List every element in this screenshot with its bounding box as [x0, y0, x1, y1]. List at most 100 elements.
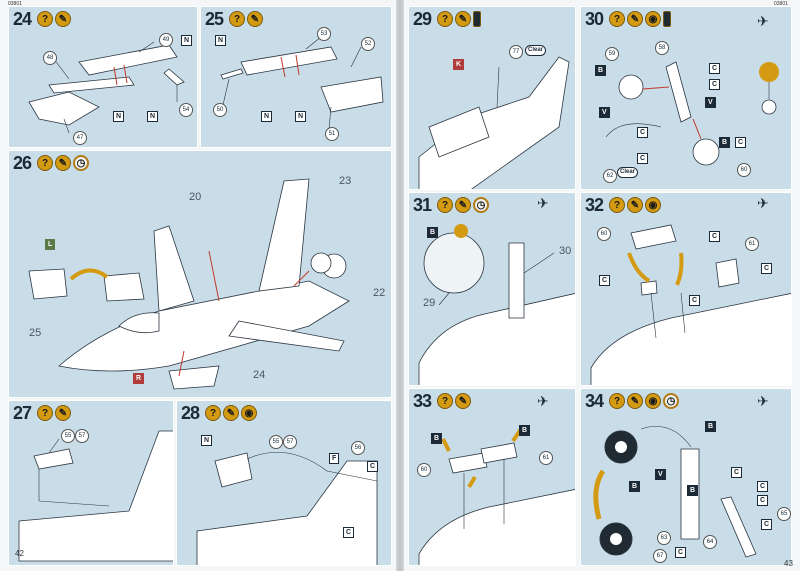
step-26-panel: 26 ? ✎ ◷ 20 23 22 25 24 L R	[8, 150, 392, 398]
glue-icon: ✎	[455, 197, 471, 213]
part-number: 77	[509, 45, 523, 59]
color-tag: V	[599, 107, 610, 118]
glue-icon: ✎	[55, 11, 71, 27]
question-icon: ?	[229, 11, 245, 27]
color-tag: K	[453, 59, 465, 70]
question-icon: ?	[437, 197, 453, 213]
step-25-drawing	[220, 36, 384, 130]
color-tag: C	[735, 137, 747, 148]
clock-icon: ◷	[73, 155, 89, 171]
color-tag: B	[595, 65, 607, 76]
part-number: 51	[325, 127, 339, 141]
part-number: 65	[777, 507, 791, 521]
part-number: 29	[423, 297, 436, 309]
color-tag: C	[637, 153, 649, 164]
step-icons: ? ✎	[229, 11, 263, 27]
step-icons: ? ✎ ◉ ◷	[609, 393, 679, 409]
part-number: 60	[597, 227, 611, 241]
color-tag: N	[113, 111, 125, 122]
question-icon: ?	[205, 405, 221, 421]
glue-icon: ✎	[55, 155, 71, 171]
paint-icon	[473, 11, 481, 27]
step-30-panel: 30 ? ✎ ◉ ✈ 59 58 62 60 B C C V V C C B C…	[580, 6, 792, 190]
step-33-drawing	[418, 427, 575, 565]
glue-icon: ✎	[627, 393, 643, 409]
question-icon: ?	[609, 197, 625, 213]
step-34-panel: 34 ? ✎ ◉ ◷ ✈ B B B V C C C C C 63 64 65 …	[580, 388, 792, 566]
glue-icon: ✎	[455, 393, 471, 409]
question-icon: ?	[609, 393, 625, 409]
color-tag: C	[367, 461, 379, 472]
color-tag: B	[431, 433, 443, 444]
step-number: 33	[413, 391, 432, 411]
part-number: 55	[269, 435, 283, 449]
color-tag: V	[705, 97, 716, 108]
step-33-panel: 33 ? ✎ ✈ B B 60 61	[408, 388, 576, 566]
glue-icon: ✎	[247, 11, 263, 27]
step-29-drawing	[418, 56, 570, 189]
color-tag: C	[599, 275, 611, 286]
question-icon: ?	[37, 11, 53, 27]
glue-icon: ✎	[627, 11, 643, 27]
step-24-drawing	[28, 41, 185, 134]
part-number: 57	[75, 429, 89, 443]
color-tag: F	[329, 453, 340, 464]
step-icons: ? ✎ ◉	[609, 11, 671, 27]
part-number: 20	[189, 191, 202, 203]
color-tag: C	[761, 519, 773, 530]
step-number: 27	[13, 403, 32, 423]
part-number: 55	[61, 429, 75, 443]
glue-icon: ✎	[455, 11, 471, 27]
step-number: 24	[13, 9, 32, 29]
page-code-left: 03801	[8, 1, 22, 7]
step-26-drawing	[28, 178, 350, 390]
aircraft-silhouette-icon: ✈	[757, 393, 769, 409]
glue-icon: ✎	[55, 405, 71, 421]
step-number: 25	[205, 9, 224, 29]
part-number: 62	[603, 169, 617, 183]
step-icons: ? ✎	[37, 405, 71, 421]
book-gutter	[396, 0, 404, 571]
part-number: 60	[737, 163, 751, 177]
step-icons: ? ✎ ◉	[205, 405, 257, 421]
part-number: 67	[653, 549, 667, 563]
question-icon: ?	[437, 11, 453, 27]
color-tag: N	[261, 111, 273, 122]
step-number: 30	[585, 9, 604, 29]
part-number: 61	[539, 451, 553, 465]
color-tag: B	[519, 425, 531, 436]
color-tag: C	[637, 127, 649, 138]
step-number: 32	[585, 195, 604, 215]
paint-icon: ◉	[645, 11, 661, 27]
color-tag: C	[731, 467, 743, 478]
step-24-panel: 24 ? ✎ 48 49 47 54 N N N	[8, 6, 198, 148]
part-number: 22	[373, 287, 386, 299]
color-tag: N	[147, 111, 159, 122]
page-number-left: 42	[15, 549, 24, 558]
page-number-right: 43	[784, 559, 793, 568]
step-icons: ? ✎	[37, 11, 71, 27]
color-tag: C	[757, 495, 769, 506]
aircraft-silhouette-icon: ✈	[757, 13, 769, 29]
color-tag: N	[201, 435, 213, 446]
step-27-panel: 27 ? ✎ 55 57 42	[8, 400, 174, 566]
color-tag: B	[687, 485, 699, 496]
part-number: 23	[339, 175, 352, 187]
question-icon: ?	[37, 405, 53, 421]
color-tag: C	[675, 547, 687, 558]
question-icon: ?	[37, 155, 53, 171]
part-number: 52	[361, 37, 375, 51]
step-32-drawing	[590, 224, 791, 385]
color-tag: C	[709, 231, 721, 242]
paint-icon	[663, 11, 671, 27]
step-number: 29	[413, 9, 432, 29]
part-number: 48	[43, 51, 57, 65]
question-icon: ?	[437, 393, 453, 409]
color-tag: B	[629, 481, 641, 492]
part-number: 59	[605, 47, 619, 61]
color-tag: C	[343, 527, 355, 538]
part-number: 47	[73, 131, 87, 145]
step-number: 28	[181, 403, 200, 423]
step-number: 26	[13, 153, 32, 173]
color-tag: B	[705, 421, 717, 432]
